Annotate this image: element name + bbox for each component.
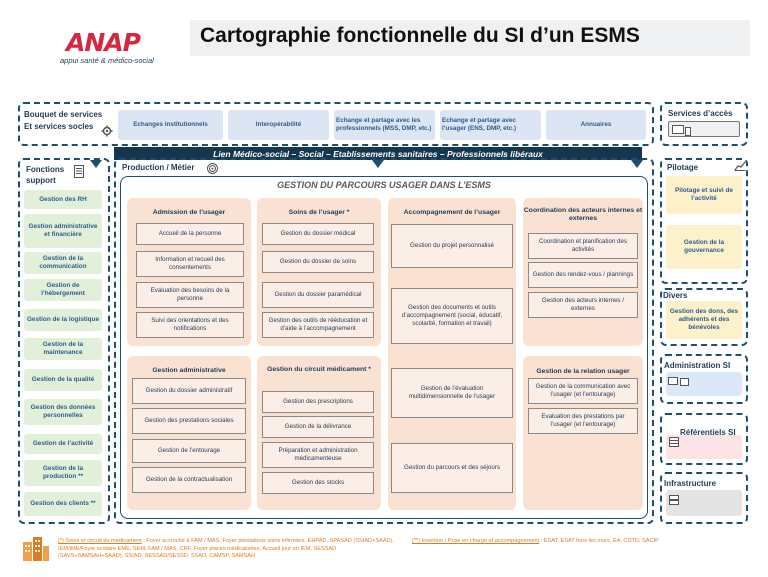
parcours-frame: [120, 176, 648, 519]
bouquet-item-annuaires[interactable]: Annuaires: [546, 110, 646, 140]
admission-item[interactable]: Information et recueil des consentements: [136, 251, 244, 277]
footnote-1-label: (*) Soins et circuit du médicament: [58, 538, 142, 544]
administration-si-box: [666, 372, 742, 396]
infrastructure-title: Infrastructure: [664, 479, 717, 488]
administrative-item[interactable]: Gestion de l’entourage: [132, 439, 246, 463]
referentiels-si-title: Référentiels SI: [680, 428, 736, 437]
coordination-item[interactable]: Coordination et planification des activi…: [528, 233, 638, 259]
circuit-item[interactable]: Gestion de la délivrance: [262, 416, 374, 438]
accompagnement-item[interactable]: Gestion des documents et outils d’accomp…: [391, 288, 513, 344]
support-item-donnees[interactable]: Gestion des données personnelles: [24, 399, 102, 425]
soins-title: Soins de l’usager *: [288, 209, 350, 216]
pilotage-section: [660, 158, 748, 284]
footnote-2-text: : ESAT, ESAT hors les murs, EA, CDTD, SA…: [539, 538, 659, 544]
divers-section: [660, 288, 748, 346]
referentiels-si-section: [660, 413, 748, 465]
administration-si-title: Administration SI: [664, 361, 731, 370]
gear-icon: [101, 124, 113, 142]
support-item-qualite[interactable]: Gestion de la qualité: [24, 369, 102, 391]
fonctions-title-line1: Fonctions: [26, 165, 65, 174]
server-icon: [669, 492, 679, 510]
fonctions-support-title: Fonctions support: [26, 164, 64, 186]
bouquet-title-line1: Bouquet de services: [24, 110, 103, 119]
fonctions-title-line2: support: [26, 176, 56, 186]
accompagnement-title: Accompagnement de l’usager: [403, 209, 501, 216]
database-icon: [669, 434, 679, 452]
coordination-item[interactable]: Gestion des acteurs internes / externes: [528, 292, 638, 318]
footnote-1-text: : Foyer accroché à FAM / MAS, Foyer pres…: [58, 538, 395, 560]
soins-item[interactable]: Gestion du dossier médical: [262, 223, 374, 245]
relation-item[interactable]: Evaluation des prestations par l’usager …: [528, 408, 638, 434]
lien-bar: Lien Médico-social – Social – Etablissem…: [114, 147, 642, 160]
arrow-down-icon: [90, 160, 102, 168]
divers-title: Divers: [663, 291, 688, 300]
administrative-title: Gestion administrative: [152, 367, 226, 374]
services-acces-title: Services d’accès: [668, 109, 733, 118]
support-item-activite[interactable]: Gestion de l’activité: [24, 434, 102, 454]
bouquet-title: Bouquet de services Et services socles: [24, 109, 102, 133]
relation-title: Gestion de la relation usager: [536, 368, 630, 375]
accompagnement-item[interactable]: Gestion de l’évaluation multidimensionne…: [391, 368, 513, 418]
pilotage-title: Pilotage: [667, 163, 699, 172]
circuit-item[interactable]: Gestion des prescriptions: [262, 391, 374, 413]
coordination-title: Coordination des acteurs internes et ext…: [523, 207, 643, 223]
divers-item-dons[interactable]: Gestion des dons, des adhérents et des b…: [666, 301, 742, 339]
target-icon: [207, 161, 218, 179]
production-section: [114, 158, 654, 524]
support-item-clients[interactable]: Gestion des clients **: [24, 492, 102, 516]
bouquet-section: [18, 102, 654, 146]
bouquet-item-echange-professionnels[interactable]: Echange et partage avec les professionne…: [334, 110, 435, 140]
administrative-item[interactable]: Gestion du dossier administratif: [132, 378, 246, 404]
bouquet-title-line2: Et services socles: [24, 122, 94, 131]
anap-logo: ANAP: [66, 28, 141, 57]
support-item-rh[interactable]: Gestion des RH: [24, 190, 102, 209]
footnote-2: (**) Insertion / Prise en charge et acco…: [412, 538, 732, 546]
fonctions-support-section: [18, 158, 110, 524]
soins-item[interactable]: Gestion du dossier de soins: [262, 251, 374, 273]
soins-item[interactable]: Gestion des outils de rééducation et d’a…: [262, 312, 374, 338]
relation-item[interactable]: Gestion de la communication avec l’usage…: [528, 378, 638, 404]
parcours-title: GESTION DU PARCOURS USAGER DANS L’ESMS: [277, 180, 491, 190]
administration-si-section: [660, 354, 748, 404]
pilotage-item-gouvernance[interactable]: Gestion de la gouvernance: [666, 225, 742, 269]
bouquet-item-echanges-institutionnels[interactable]: Echanges institutionnels: [118, 110, 223, 140]
support-item-communication[interactable]: Gestion de la communication: [24, 252, 102, 274]
services-acces-section: [660, 102, 748, 146]
accompagnement-item[interactable]: Gestion du projet personnalisé: [391, 224, 513, 268]
coordination-item[interactable]: Gestion des rendez-vous / plannings: [528, 262, 638, 288]
admission-item[interactable]: Accueil de la personne: [136, 223, 244, 245]
circuit-item[interactable]: Gestion des stocks: [262, 472, 374, 494]
bouquet-item-echange-usager[interactable]: Echange et partage avec l’usager (ENS, D…: [440, 110, 541, 140]
support-item-production[interactable]: Gestion de la production **: [24, 460, 102, 486]
devices-icon: [672, 123, 692, 141]
admission-item[interactable]: Suivi des orientations et des notificati…: [136, 312, 244, 338]
footnote-2-label: (**) Insertion / Prise en charge et acco…: [412, 538, 540, 544]
circuit-title: Gestion du circuit médicament *: [267, 366, 371, 373]
admission-item[interactable]: Evaluation des besoins de la personne: [136, 282, 244, 308]
support-item-maintenance[interactable]: Gestion de la maintenance: [24, 338, 102, 360]
buildings-icon: [22, 536, 50, 567]
support-item-administrative[interactable]: Gestion administrative et financière: [24, 214, 102, 248]
pilotage-item-suivi[interactable]: Pilotage et suivi de l’activité: [666, 176, 742, 214]
computer-icon: [668, 374, 690, 392]
admission-title: Admission de l’usager: [152, 209, 226, 216]
logo-subtitle: appui santé & médico-social: [60, 56, 154, 65]
chart-icon: [734, 158, 746, 176]
page-title: Cartographie fonctionnelle du SI d’un ES…: [200, 24, 640, 47]
footnote-1: (*) Soins et circuit du médicament : Foy…: [58, 538, 398, 561]
document-icon: [74, 165, 84, 183]
bouquet-item-interoperabilite[interactable]: Interopérabilité: [228, 110, 329, 140]
accompagnement-item[interactable]: Gestion du parcours et des séjours: [391, 443, 513, 493]
administrative-item[interactable]: Gestion des prestations sociales: [132, 408, 246, 434]
support-item-hebergement[interactable]: Gestion de l’hébergement: [24, 279, 102, 301]
support-item-logistique[interactable]: Gestion de la logistique: [24, 309, 102, 331]
administrative-item[interactable]: Gestion de la contractualisation: [132, 467, 246, 493]
title-bar: [190, 20, 750, 56]
arrow-down-icon: [372, 160, 384, 168]
production-title: Production / Métier: [122, 163, 195, 172]
infrastructure-section: [660, 472, 748, 524]
arrow-down-icon: [631, 160, 643, 168]
soins-item[interactable]: Gestion du dossier paramédical: [262, 282, 374, 308]
circuit-item[interactable]: Préparation et administration médicament…: [262, 442, 374, 468]
